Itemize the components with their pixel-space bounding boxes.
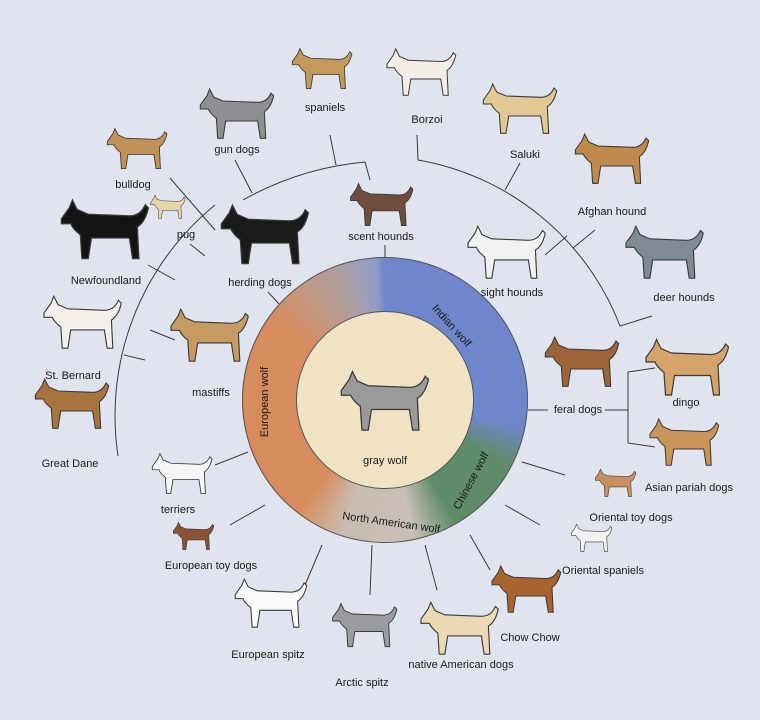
oriental-toy-dogs-illustration (592, 467, 637, 498)
terriers-illustration (148, 450, 213, 496)
label-deer-hounds: deer hounds (653, 292, 715, 304)
label-gun-dogs: gun dogs (214, 144, 260, 156)
label-mastiffs: mastiffs (192, 387, 230, 399)
great-dane-illustration (30, 375, 110, 431)
label-saluki: Saluki (510, 149, 540, 161)
label-feral-dogs: feral dogs (553, 404, 603, 416)
bulldog-illustration (103, 125, 168, 171)
spaniels-illustration (288, 45, 353, 91)
st-bernard-illustration (38, 292, 123, 351)
pug-illustration (148, 193, 186, 220)
label-herding-dogs: herding dogs (228, 277, 292, 289)
right-bracket-arc (416, 134, 653, 327)
center-label: gray wolf (362, 455, 408, 467)
label-terriers: terriers (160, 504, 196, 516)
feral-dogs-illustration (540, 333, 620, 389)
borzoi-illustration (382, 45, 457, 98)
label-newfoundland: Newfoundland (70, 275, 142, 287)
label-afghan-hound: Afghan hound (577, 206, 647, 218)
feral-bracket (528, 367, 656, 448)
native-american-dogs-illustration (415, 598, 500, 657)
arctic-spitz-illustration (328, 600, 398, 649)
label-native-american-dogs: native American dogs (408, 659, 514, 671)
label-scent-hounds: scent hounds (348, 231, 414, 243)
gray-wolf-illustration (335, 365, 430, 435)
label-asian-pariah-dogs: Asian pariah dogs (644, 482, 734, 494)
ring-label-european-wolf: European wolf (259, 366, 272, 438)
asian-pariah-dogs-illustration (645, 415, 720, 468)
label-oriental-toy-dogs: Oriental toy dogs (589, 512, 673, 524)
label-borzoi: Borzoi (411, 114, 443, 126)
label-oriental-spaniels: Oriental spaniels (562, 565, 644, 577)
label-european-spitz: European spitz (231, 649, 305, 661)
gun-dogs-illustration (195, 85, 275, 141)
newfoundland-illustration (55, 195, 150, 262)
label-arctic-spitz: Arctic spitz (335, 677, 389, 689)
left-bracket-arc (114, 204, 216, 457)
label-chow-chow: Chow Chow (500, 632, 560, 644)
label-sight-hounds: sight hounds (480, 287, 544, 299)
dingo-illustration (640, 335, 730, 398)
oriental-spaniels-illustration (568, 522, 613, 553)
deer-hounds-illustration (620, 222, 705, 281)
european-spitz-illustration (230, 575, 308, 630)
sight-hounds-illustration (462, 222, 547, 281)
saluki-illustration (478, 80, 558, 136)
european-toy-dogs-illustration (170, 520, 215, 551)
label-dingo: dingo (672, 397, 700, 409)
label-pug: pug (176, 229, 196, 241)
upper-bracket-arc (242, 161, 371, 201)
label-great-dane: Great Dane (41, 458, 99, 470)
afghan-hound-illustration (570, 130, 650, 186)
label-spaniels: spaniels (304, 102, 346, 114)
label-bulldog: bulldog (115, 179, 151, 191)
mastiffs-illustration (165, 305, 250, 364)
herding-dogs-illustration (215, 200, 310, 267)
scent-hounds-illustration (346, 180, 414, 228)
label-st-bernard: St. Bernard (45, 370, 101, 382)
label-european-toy-dogs: European toy dogs (164, 560, 258, 572)
